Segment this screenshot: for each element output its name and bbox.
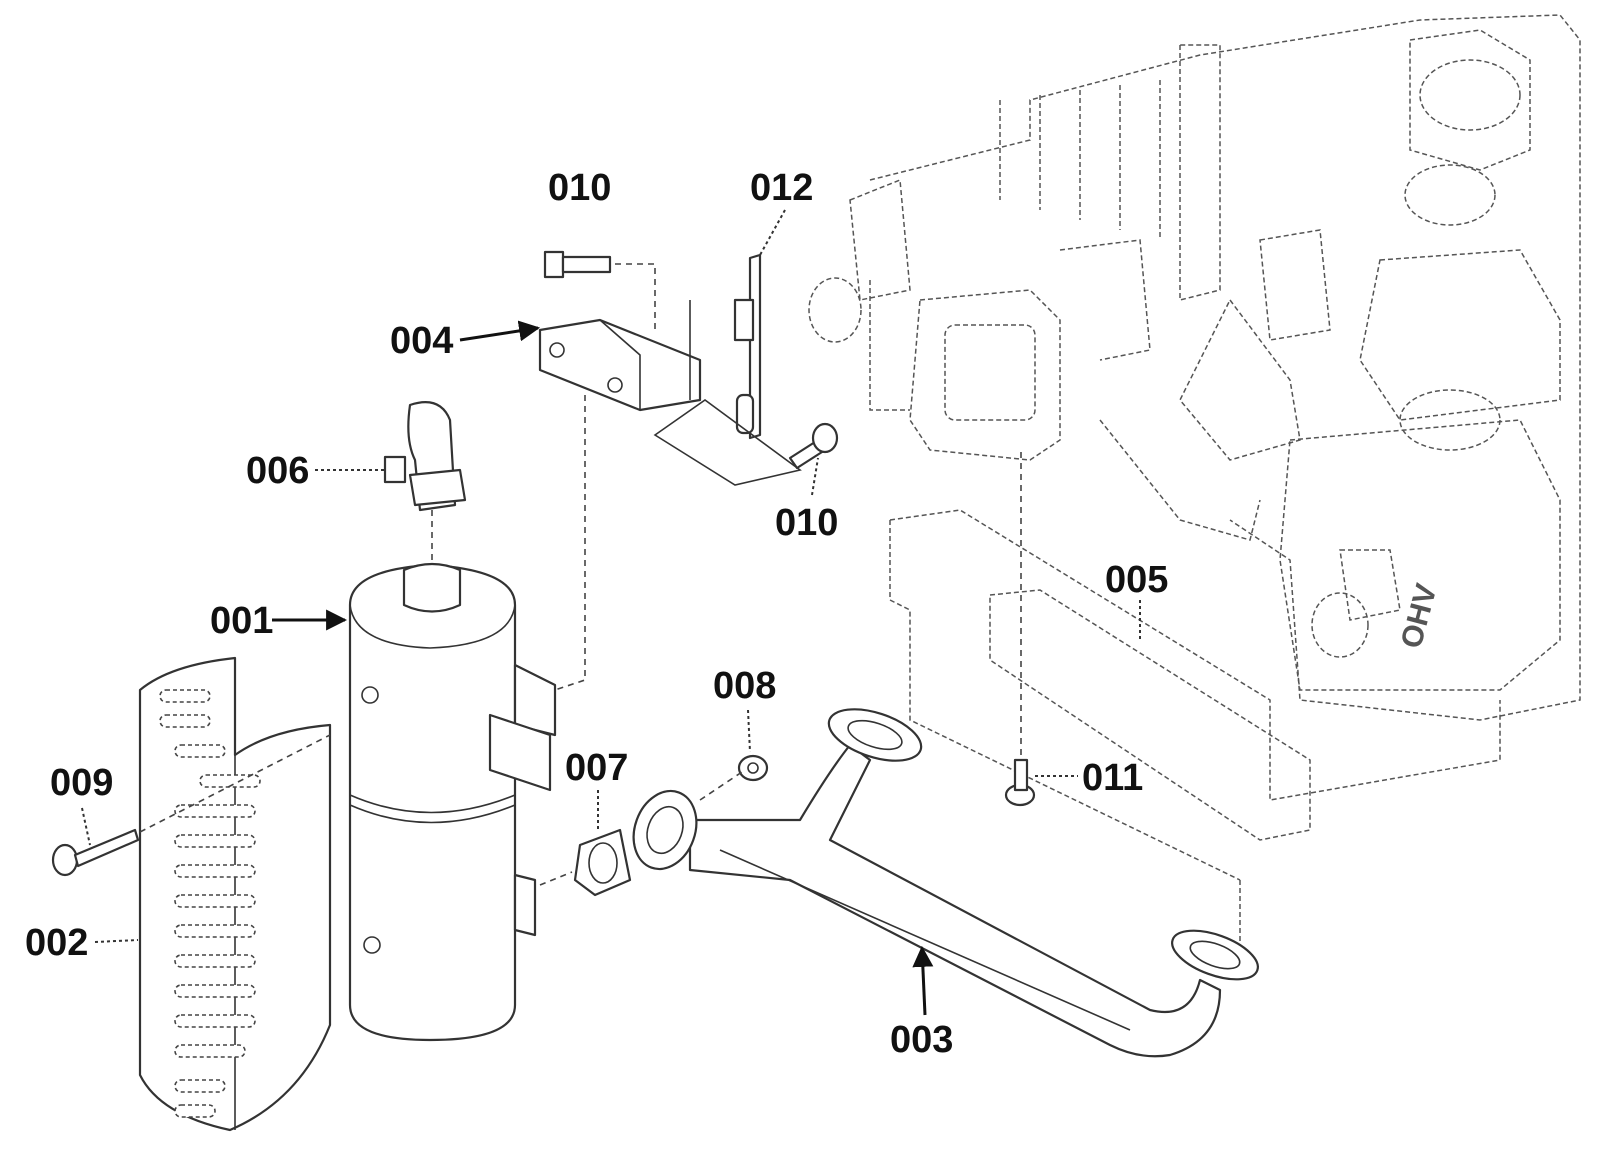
bolt-009 <box>51 734 331 877</box>
callout-003: 003 <box>890 945 953 1061</box>
callout-label: 007 <box>565 747 628 789</box>
guard-slots <box>159 689 261 1118</box>
callout-label: 008 <box>713 665 776 707</box>
exhaust-pipe-003 <box>632 708 1259 1058</box>
bolt-011 <box>1004 450 1036 807</box>
engine-stamp-text: OHV <box>1395 580 1444 651</box>
bolt-010-lower <box>653 399 839 486</box>
callout-label: 003 <box>890 1019 953 1061</box>
engine-block: OHV <box>808 14 1581 721</box>
callout-label: 004 <box>390 320 453 362</box>
callout-006: 006 <box>246 450 385 492</box>
callout-label: 006 <box>246 450 309 492</box>
callout-005: 005 <box>1105 559 1168 640</box>
callout-label: 009 <box>50 762 113 804</box>
callout-010-lower: 010 <box>775 457 838 544</box>
muffler-guard-002 <box>138 656 332 1132</box>
nut-008 <box>737 754 769 782</box>
manifold-heat-shield-005 <box>889 509 1501 960</box>
muffler-001 <box>348 562 557 1042</box>
callout-004: 004 <box>390 320 541 362</box>
callout-012: 012 <box>750 167 813 256</box>
bracket-004 <box>538 300 702 691</box>
callout-label: 002 <box>25 922 88 964</box>
gasket-012 <box>733 253 762 440</box>
callout-001: 001 <box>210 600 348 642</box>
callout-label: 010 <box>775 502 838 544</box>
callout-011: 011 <box>1035 757 1143 799</box>
bolt-010-upper <box>543 250 656 330</box>
callout-010-upper: 010 <box>548 167 611 209</box>
callout-label: 001 <box>210 600 273 642</box>
callout-label: 011 <box>1082 757 1143 799</box>
callout-007: 007 <box>565 747 628 830</box>
callout-label: 005 <box>1105 559 1168 601</box>
callout-label: 010 <box>548 167 611 209</box>
callout-008: 008 <box>713 665 776 753</box>
callout-label: 012 <box>750 167 813 209</box>
callout-002: 002 <box>25 922 139 964</box>
callout-009: 009 <box>50 762 113 846</box>
gasket-007 <box>573 828 632 897</box>
tail-pipe-006 <box>383 401 467 560</box>
